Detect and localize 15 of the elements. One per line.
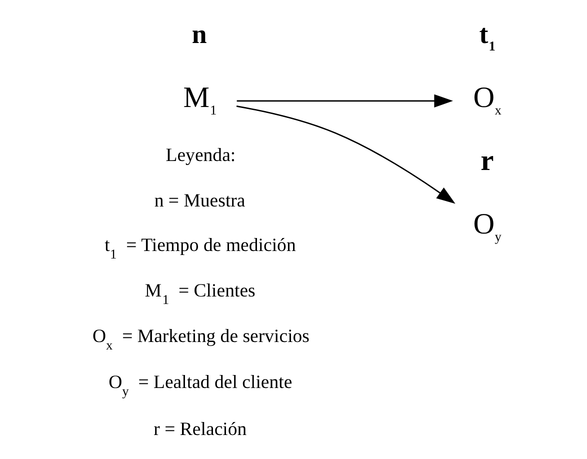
label: t$_{1}$ — [478, 19, 495, 54]
label: Leyenda: — [165, 144, 236, 166]
node-text: O$_{y}$ — [472, 208, 501, 244]
arrow — [236, 106, 455, 204]
label: n = Muestra — [154, 190, 245, 212]
label: n — [191, 19, 206, 50]
label: M$_{1}$ = Clientes — [144, 280, 255, 308]
label: t$_{1}$ = Tiempo de medición — [104, 234, 296, 262]
node-text: O$_{x}$ — [472, 82, 501, 118]
label: O$_{x}$ = Marketing de servicios — [92, 326, 310, 353]
node-text: M$_{1}$ — [182, 82, 216, 118]
label: O$_{y}$ = Lealtad del cliente — [108, 372, 292, 398]
label: r — [480, 145, 494, 178]
arrow — [236, 94, 453, 108]
label: r = Relación — [153, 418, 246, 440]
